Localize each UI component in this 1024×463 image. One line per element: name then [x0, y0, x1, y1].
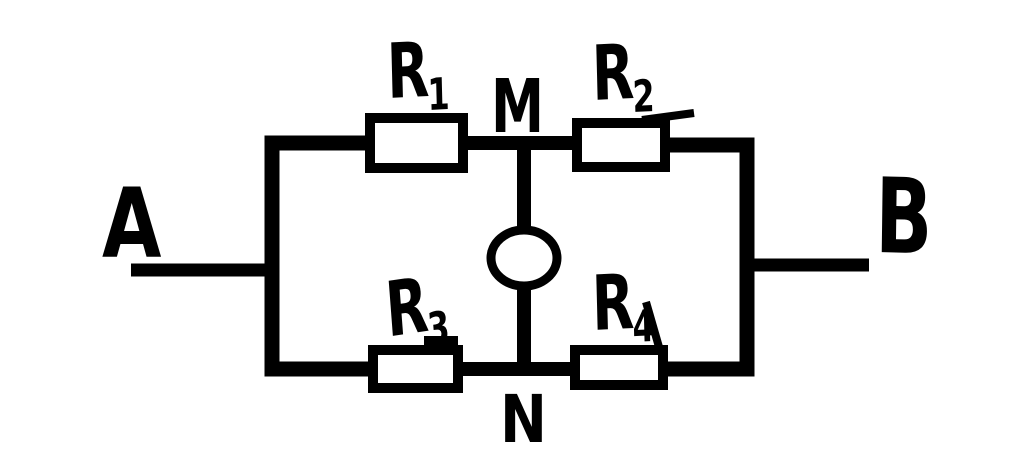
resistor-label-r1: R1 [386, 25, 450, 121]
r4-subscript-tail-stroke [642, 300, 663, 349]
resistor-subscript: 3 [425, 301, 452, 356]
resistor-label-r4: R4 [591, 257, 655, 353]
resistor-body-r1 [365, 113, 468, 173]
terminal-label-a: A [102, 168, 162, 280]
resistor-label-r3: R3 [382, 260, 451, 356]
resistor-letter: R [590, 26, 636, 118]
node-label-m: M [491, 64, 545, 150]
terminal-label-b: B [874, 155, 934, 279]
resistor-subscript: 2 [631, 70, 656, 124]
node-label-n: N [500, 381, 547, 458]
wire-left-branch [264, 135, 378, 377]
resistor-subscript: 4 [631, 300, 656, 354]
resistor-body-r3 [368, 345, 463, 393]
resistor-letter: R [385, 24, 431, 116]
r2-subscript-tail-stroke [641, 109, 695, 124]
r3-subscript-blob [424, 336, 458, 351]
resistor-body-r2 [572, 118, 670, 172]
galvanometer-circle-icon [486, 225, 562, 291]
resistor-letter: R [382, 259, 432, 355]
resistor-letter: R [590, 256, 636, 348]
resistor-label-r2: R2 [591, 27, 655, 123]
resistor-body-r4 [570, 345, 668, 390]
wire-right-branch [662, 137, 755, 377]
resistor-subscript: 1 [426, 68, 451, 122]
